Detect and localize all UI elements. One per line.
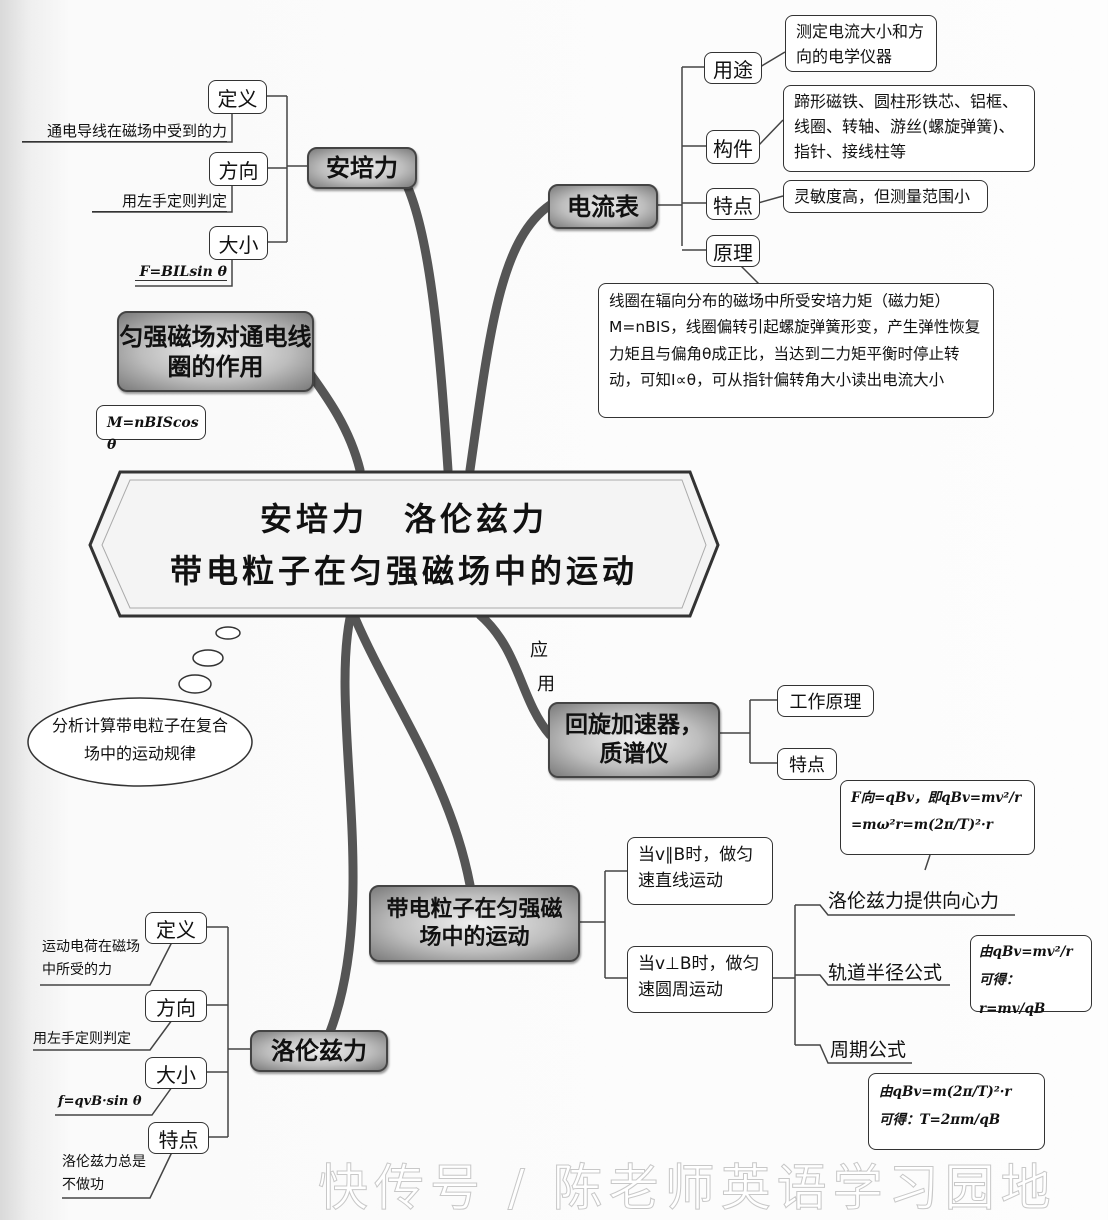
node-coil-effect[interactable]: 匀强磁场对通电线圈的作用 <box>117 311 314 392</box>
period-formula-line1: 由qBv=m(2π/T)²·r <box>879 1084 1012 1100</box>
lorentz-definition-text: 运动电荷在磁场中所受的力 <box>42 939 140 979</box>
ammeter-principle-tag[interactable]: 原理 <box>706 235 760 267</box>
centripetal-formula: F向=qBv，即qBv=mv²/r =mω²r=m(2π/T)²·r <box>840 780 1035 855</box>
ammeter-principle-text: 线圈在辐向分布的磁场中所受安培力矩（磁力矩）M=nBIS，线圈偏转引起螺旋弹簧形… <box>598 283 994 418</box>
application-label-2: 用 <box>537 674 555 695</box>
branch-lorentz <box>325 613 358 1037</box>
radius-formula-line1: 由qBv=mv²/r <box>979 944 1073 960</box>
branch-ampere <box>395 167 453 475</box>
thought-text: 分析计算带电粒子在复合场中的运动规律 <box>51 716 228 763</box>
centripetal-formula-line1: F向=qBv，即qBv=mv²/r <box>851 790 1022 806</box>
branch-ammeter <box>465 200 555 475</box>
lorentz-definition-tag[interactable]: 定义 <box>145 912 207 944</box>
node-ammeter[interactable]: 电流表 <box>548 184 658 229</box>
coil-formula: M=nBIScos θ <box>96 405 206 453</box>
ampere-magnitude-tag[interactable]: 大小 <box>209 226 268 260</box>
ampere-definition-text: 通电导线在磁场中受到的力 <box>22 120 227 142</box>
node-particle-motion[interactable]: 带电粒子在匀强磁场中的运动 <box>369 885 580 962</box>
branch-motion <box>350 613 475 890</box>
node-lorentz-force[interactable]: 洛伦兹力 <box>250 1030 388 1072</box>
center-topic[interactable]: 安培力 洛伦兹力 带电粒子在匀强磁场中的运动 <box>90 472 718 616</box>
center-banner-shape <box>88 470 720 618</box>
lorentz-magnitude-tag[interactable]: 大小 <box>145 1057 207 1089</box>
ampere-direction-tag[interactable]: 方向 <box>209 152 268 186</box>
ammeter-parts-text: 蹄形磁铁、圆柱形铁芯、铝框、线圈、转轴、游丝(螺旋弹簧)、指针、接线柱等 <box>783 85 1035 172</box>
ammeter-use-text: 测定电流大小和方向的电学仪器 <box>785 15 937 72</box>
motion-perpendicular-box: 当v⊥B时，做匀速圆周运动 <box>627 946 773 1013</box>
lorentz-direction-text: 用左手定则判定 <box>33 1031 131 1047</box>
radius-formula: 由qBv=mv²/r 可得：r=mv/qB <box>970 935 1092 1017</box>
radius-label: 轨道半径公式 <box>828 962 943 984</box>
motion-parallel-box: 当v∥B时，做匀速直线运动 <box>627 837 773 905</box>
lorentz-direction-tag[interactable]: 方向 <box>145 990 207 1022</box>
ammeter-feature-text: 灵敏度高，但测量范围小 <box>783 180 988 213</box>
ampere-magnitude-formula: F=BILsin θ <box>135 264 227 281</box>
period-formula-line2: 可得：T=2πm/qB <box>879 1112 1001 1129</box>
node-ampere-force[interactable]: 安培力 <box>307 147 417 189</box>
watermark: 快传号 / 陈老师英语学习园地 <box>318 1159 1057 1218</box>
ampere-direction-text: 用左手定则判定 <box>92 190 227 212</box>
center-title-line2: 带电粒子在匀强磁场中的运动 <box>169 552 638 590</box>
ampere-definition-tag[interactable]: 定义 <box>208 80 267 114</box>
cyclotron-feature-tag[interactable]: 特点 <box>777 748 837 780</box>
center-title-line1: 安培力 洛伦兹力 <box>259 500 548 538</box>
ammeter-use-tag[interactable]: 用途 <box>704 52 762 84</box>
ammeter-parts-tag[interactable]: 构件 <box>706 130 760 164</box>
radius-formula-line2: 可得：r=mv/qB <box>979 972 1046 1017</box>
lorentz-feature-text: 洛伦兹力总是不做功 <box>62 1154 146 1194</box>
cyclotron-principle-tag[interactable]: 工作原理 <box>777 685 874 717</box>
node-cyclotron-spectrometer[interactable]: 回旋加速器，质谱仪 <box>548 702 720 778</box>
centripetal-label: 洛伦兹力提供向心力 <box>828 890 1000 912</box>
lorentz-magnitude-formula: f=qvB·sin θ <box>58 1094 142 1109</box>
centripetal-formula-line2: =mω²r=m(2π/T)²·r <box>851 817 993 833</box>
branch-application <box>475 610 555 740</box>
period-label: 周期公式 <box>830 1039 907 1061</box>
period-formula: 由qBv=m(2π/T)²·r 可得：T=2πm/qB <box>868 1073 1045 1150</box>
ammeter-feature-tag[interactable]: 特点 <box>706 188 760 220</box>
thought-bubble <box>27 697 253 787</box>
application-label-1: 应 <box>530 640 548 661</box>
lorentz-feature-tag[interactable]: 特点 <box>148 1122 209 1154</box>
